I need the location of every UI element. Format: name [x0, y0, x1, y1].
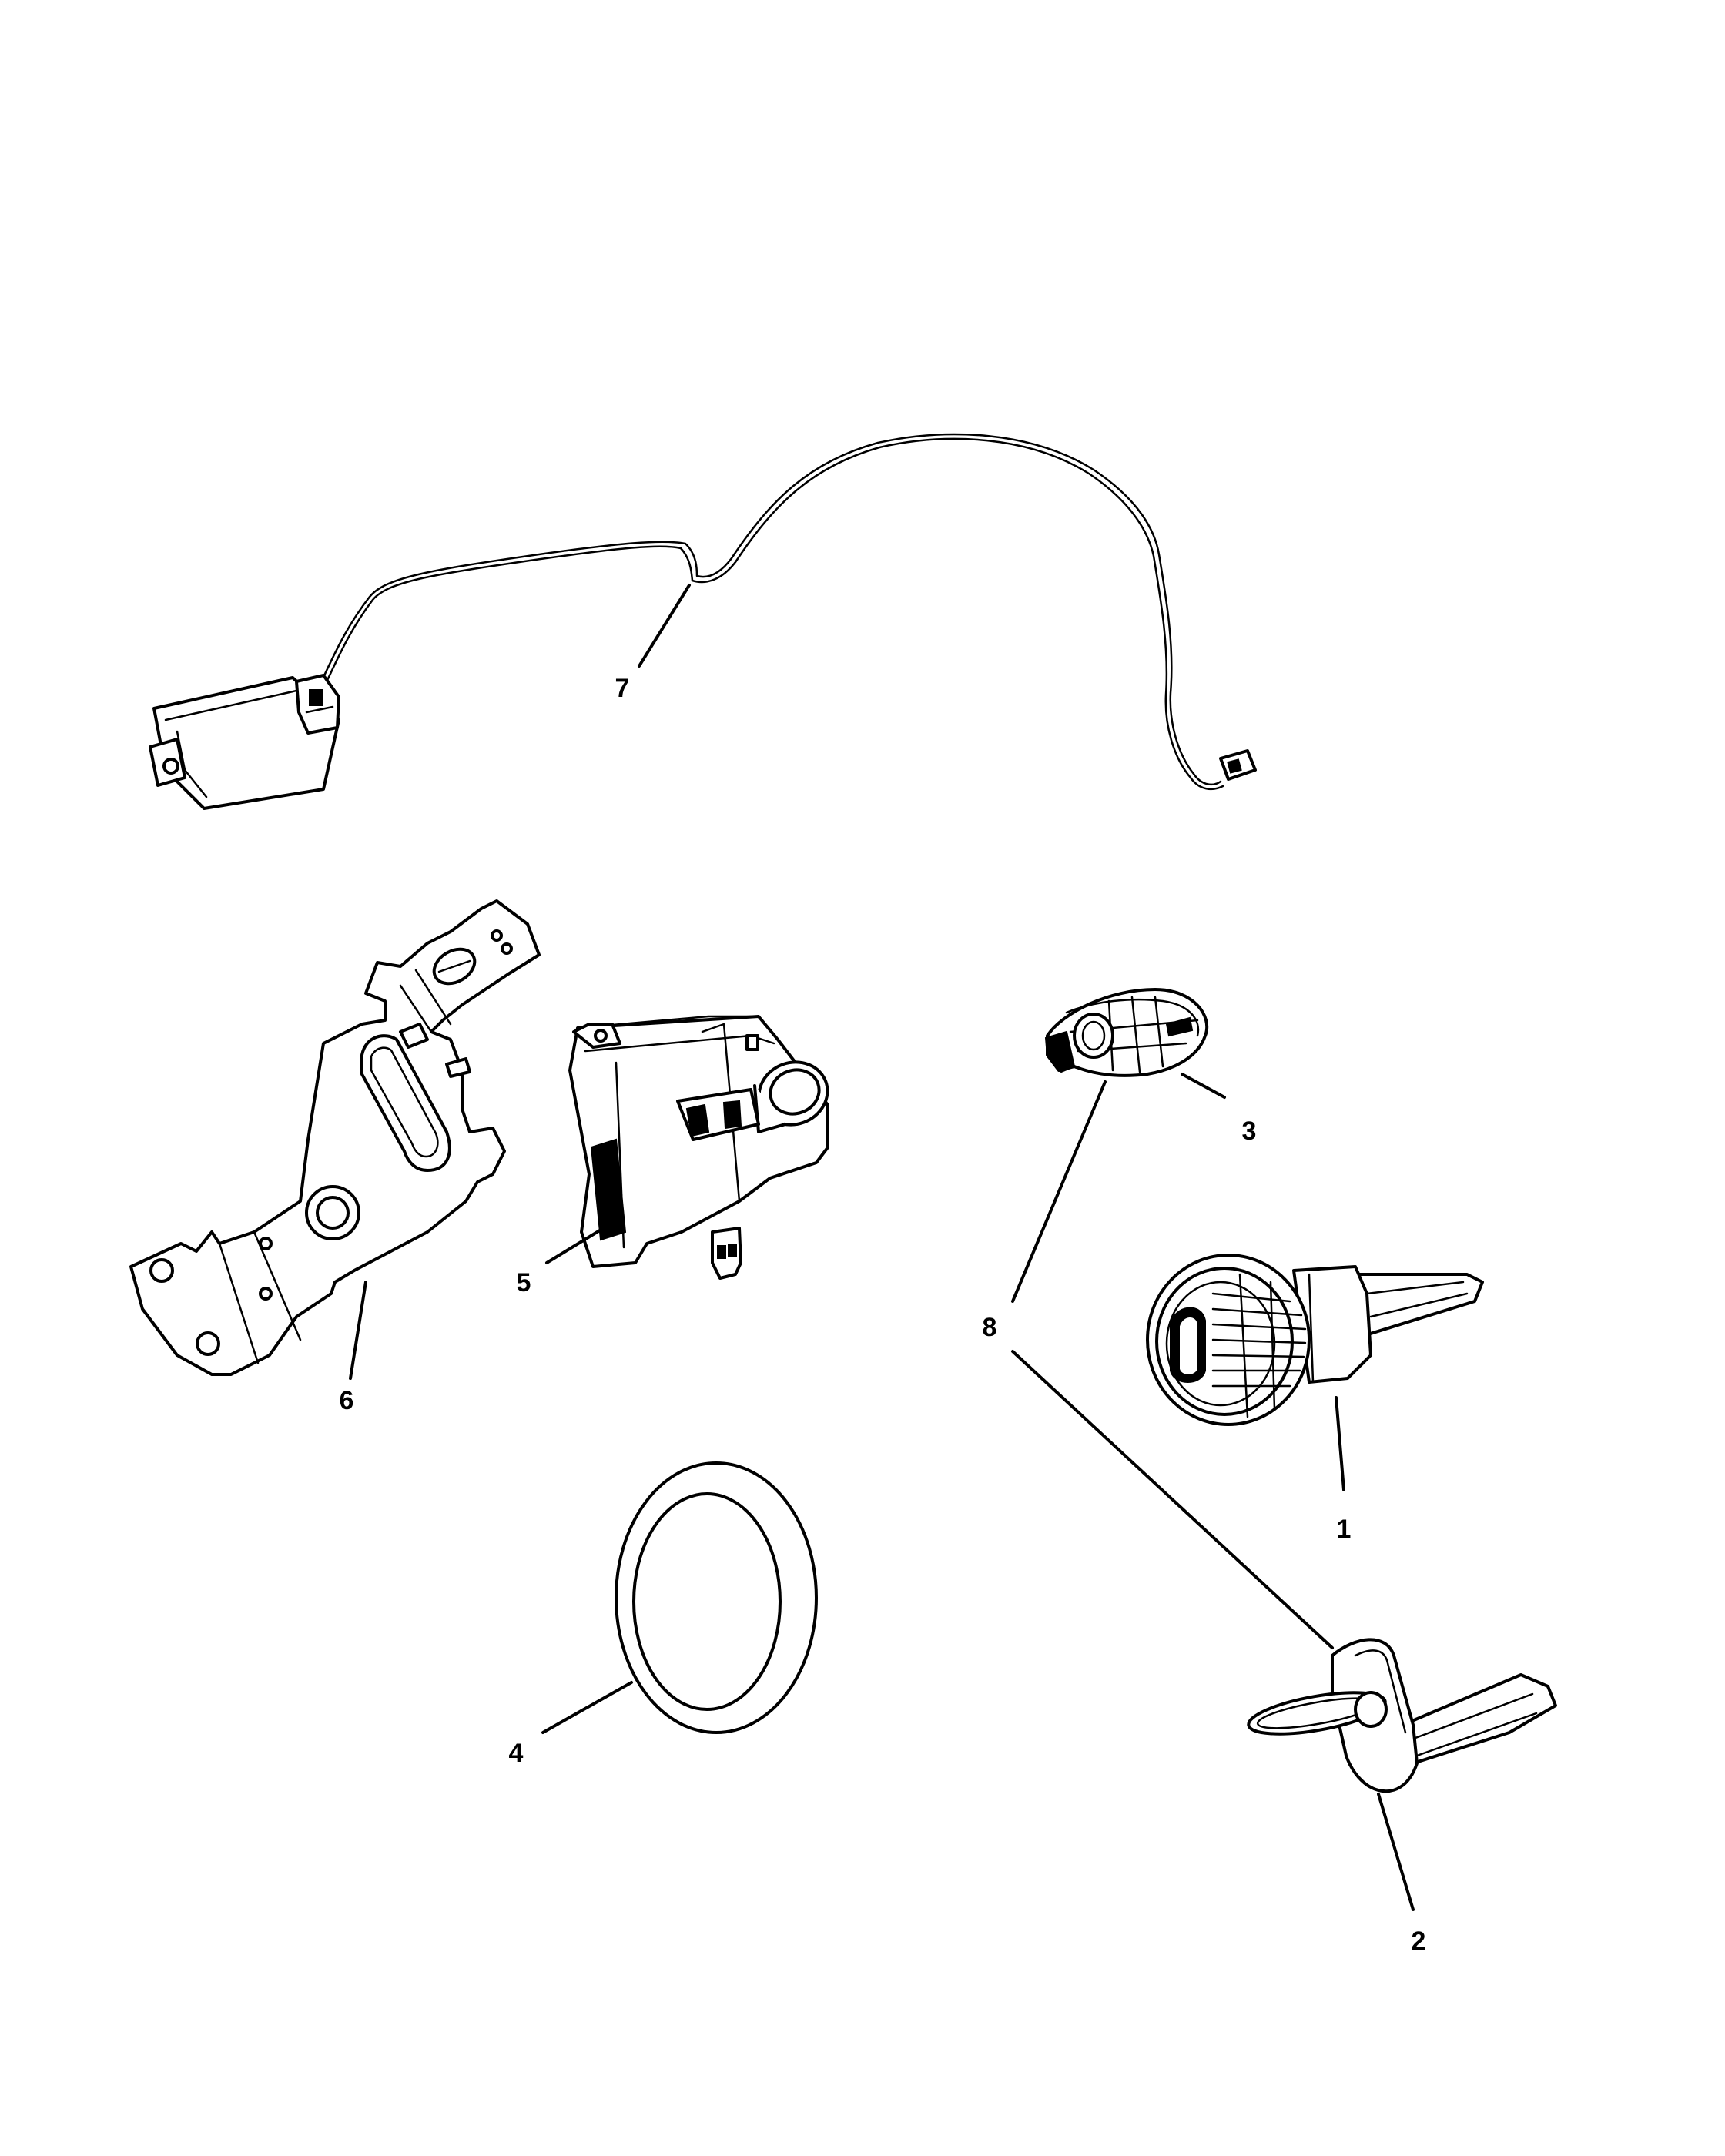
- leader-4: [541, 1681, 633, 1734]
- callout-6: 6: [340, 1386, 354, 1415]
- part-6-bracket: [129, 899, 541, 1376]
- leader-8b: [1011, 1350, 1334, 1649]
- part-5-ignition-module: [568, 1015, 829, 1280]
- leader-3: [1181, 1073, 1226, 1099]
- part-7-antenna-module: [149, 433, 1257, 810]
- leader-lines: [349, 584, 1415, 1911]
- part-3-key-fob: [1044, 988, 1209, 1077]
- part-4-ring: [615, 1461, 818, 1734]
- callout-labels: 7 6 5 3 8 1 4 2: [340, 674, 1426, 1956]
- callout-3: 3: [1242, 1116, 1257, 1146]
- leader-2: [1377, 1793, 1415, 1911]
- leader-7: [638, 584, 691, 668]
- part-2-key-blank: [1247, 1638, 1557, 1793]
- callout-8: 8: [983, 1313, 997, 1342]
- leader-1: [1335, 1396, 1345, 1491]
- part-1-key: [1146, 1254, 1484, 1426]
- leader-6: [349, 1281, 367, 1380]
- callout-2: 2: [1412, 1927, 1426, 1956]
- callout-1: 1: [1337, 1515, 1352, 1544]
- callout-4: 4: [509, 1739, 524, 1768]
- leader-5: [545, 1219, 618, 1264]
- callout-7: 7: [615, 674, 630, 703]
- callout-5: 5: [517, 1268, 531, 1297]
- leader-8a: [1011, 1080, 1107, 1303]
